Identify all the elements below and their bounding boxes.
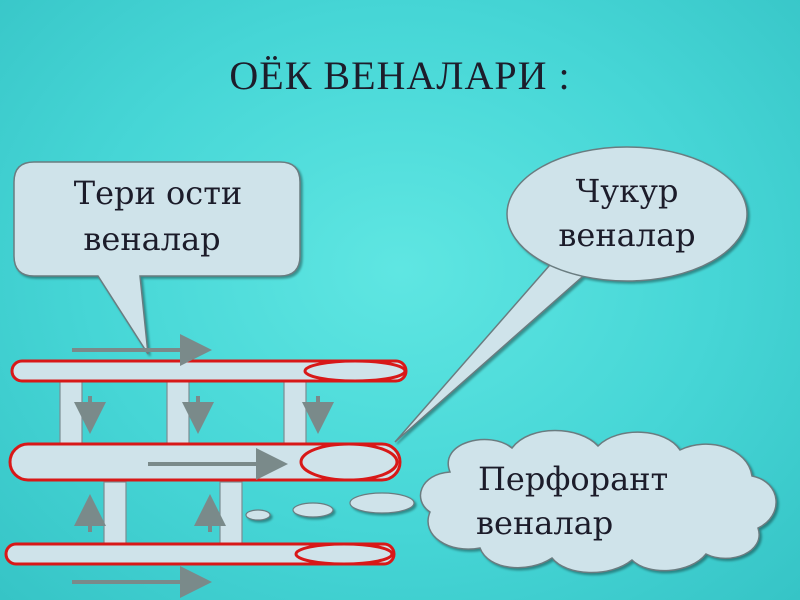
vein-top-opening: [303, 359, 407, 383]
callout-perforating-line2: веналар: [476, 504, 613, 542]
callout-deep-line2: веналар: [558, 216, 695, 254]
connector-tube: [166, 379, 190, 445]
vein-bottom-opening: [294, 542, 394, 566]
page-title: ОЁК ВЕНАЛАРИ :: [229, 53, 571, 98]
cloud-bubble-medium: [292, 502, 334, 518]
connector-tube: [219, 481, 243, 547]
vein-bottom-body: [4, 542, 396, 566]
cloud-body-perforating: [419, 429, 777, 574]
vein-bottom: [4, 542, 396, 566]
callout-superficial-line1: Тери ости: [74, 174, 242, 212]
connector-tube: [103, 481, 127, 547]
vein-middle-opening: [299, 442, 399, 482]
callout-superficial-veins: [13, 161, 301, 355]
callout-perforating-line1: Перфорант: [478, 460, 668, 498]
cloud-bubble-large: [349, 492, 415, 514]
vein-top: [10, 359, 408, 383]
cloud-bubble-small: [245, 509, 271, 521]
flow-arrows: [72, 334, 334, 598]
connector-tube: [283, 379, 307, 445]
callout-box-superficial: [13, 161, 301, 355]
callout-superficial-line2: веналар: [83, 220, 220, 258]
callout-pointer-deep: [394, 257, 592, 443]
callout-deep-veins: [394, 146, 748, 443]
connector-tube: [59, 379, 83, 445]
callout-perforating-veins: [245, 429, 777, 574]
callout-ellipse-deep: [506, 146, 748, 282]
callout-deep-line1: Чукур: [576, 172, 679, 210]
